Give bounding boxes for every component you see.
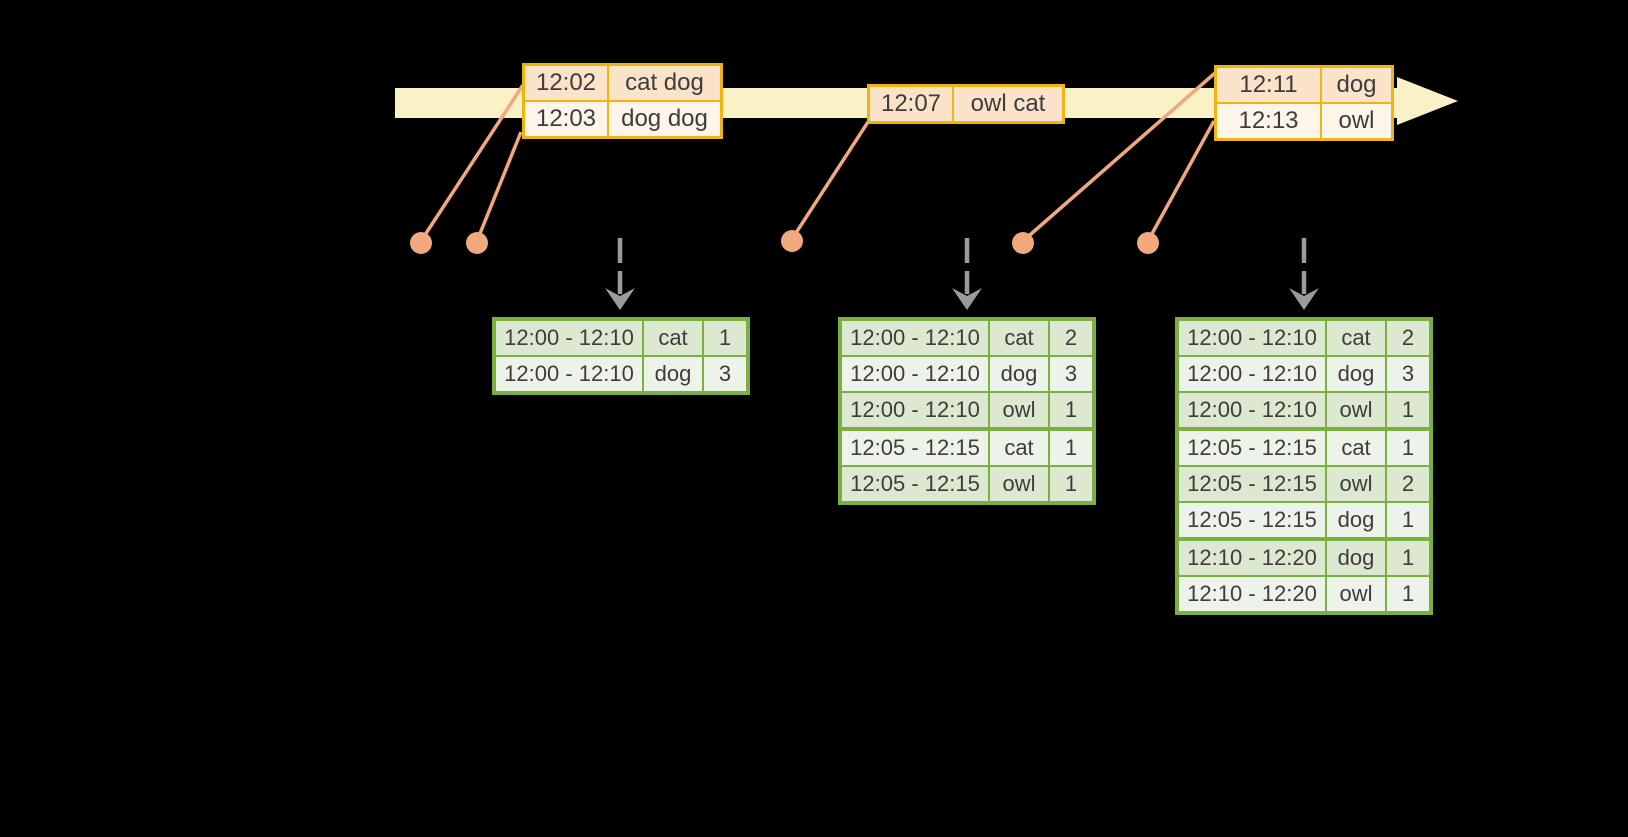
window-cell: 12:05 - 12:15 (850, 471, 980, 496)
connector-line (790, 121, 870, 240)
table-row: 12:00 - 12:10 cat 2 (1179, 321, 1429, 355)
trigger-arrow (1289, 238, 1319, 310)
table-row: 12:05 - 12:15 dog 1 (1179, 501, 1429, 537)
event-words-cell: owl cat (952, 87, 1062, 121)
table-row: 12:05 - 12:15 cat 1 (1179, 427, 1429, 465)
event-words-cell: dog dog (607, 102, 720, 136)
table-row: 12:05 - 12:15 cat 1 (842, 427, 1092, 465)
word-cell: cat (988, 321, 1048, 355)
event-dot (1012, 232, 1034, 254)
window-cell: 12:00 - 12:10 (850, 397, 980, 422)
connector-line (419, 84, 525, 242)
word-cell: dog (988, 357, 1048, 391)
event-dot (781, 230, 803, 252)
result-table-1: 12:00 - 12:10 cat 1 12:00 - 12:10 dog 3 (492, 317, 750, 395)
window-cell: 12:00 - 12:10 (850, 361, 980, 386)
window-cell: 12:00 - 12:10 (1187, 397, 1317, 422)
window-cell: 12:00 - 12:10 (1187, 325, 1317, 350)
table-row: 12:00 - 12:10 cat 1 (496, 321, 746, 355)
event-table-1: 12:02 cat dog 12:03 dog dog (522, 63, 723, 139)
event-words-cell: cat dog (607, 66, 720, 100)
result-table-3: 12:00 - 12:10 cat 2 12:00 - 12:10 dog 3 … (1175, 317, 1433, 615)
arrowhead-icon (1289, 288, 1319, 310)
arrowhead-icon (952, 288, 982, 310)
window-cell: 12:10 - 12:20 (1187, 581, 1317, 606)
connector-line (475, 131, 523, 242)
count-cell: 2 (1385, 321, 1429, 355)
table-row: 12:00 - 12:10 owl 1 (1179, 391, 1429, 427)
count-cell: 1 (1385, 393, 1429, 427)
word-cell: owl (1325, 577, 1385, 611)
window-cell: 12:00 - 12:10 (1187, 361, 1317, 386)
result-table-2: 12:00 - 12:10 cat 2 12:00 - 12:10 dog 3 … (838, 317, 1096, 505)
table-row: 12:00 - 12:10 dog 3 (496, 355, 746, 391)
window-cell: 12:05 - 12:15 (1187, 471, 1317, 496)
window-cell: 12:10 - 12:20 (1187, 545, 1317, 570)
count-cell: 3 (1048, 357, 1092, 391)
table-row: 12:05 - 12:15 owl 1 (842, 465, 1092, 501)
window-cell: 12:05 - 12:15 (850, 435, 980, 460)
window-cell: 12:00 - 12:10 (504, 361, 634, 386)
window-cell: 12:05 - 12:15 (1187, 507, 1317, 532)
word-cell: dog (642, 357, 702, 391)
event-time-cell: 12:13 (1238, 107, 1299, 134)
word-cell: dog (1325, 503, 1385, 537)
table-row: 12:00 - 12:10 cat 2 (842, 321, 1092, 355)
word-cell: cat (1325, 431, 1385, 465)
count-cell: 1 (1385, 503, 1429, 537)
event-words-cell: owl (1320, 104, 1391, 138)
connector-line (1021, 71, 1217, 243)
event-time-cell: 12:03 (535, 105, 597, 132)
event-words-cell: dog (1320, 68, 1391, 102)
word-cell: owl (1325, 467, 1385, 501)
table-row: 12:02 cat dog (525, 66, 720, 100)
event-dot (410, 232, 432, 254)
table-row: 12:11 dog (1217, 68, 1391, 102)
table-row: 12:00 - 12:10 dog 3 (842, 355, 1092, 391)
count-cell: 1 (1385, 577, 1429, 611)
table-row: 12:03 dog dog (525, 100, 720, 136)
table-row: 12:10 - 12:20 owl 1 (1179, 575, 1429, 611)
count-cell: 2 (1048, 321, 1092, 355)
event-table-3: 12:11 dog 12:13 owl (1214, 65, 1394, 141)
count-cell: 3 (702, 357, 746, 391)
window-cell: 12:00 - 12:10 (504, 325, 634, 350)
count-cell: 1 (1048, 393, 1092, 427)
count-cell: 1 (702, 321, 746, 355)
event-dot (466, 232, 488, 254)
count-cell: 2 (1385, 467, 1429, 501)
connector-line (1146, 120, 1216, 242)
word-cell: cat (642, 321, 702, 355)
count-cell: 1 (1048, 467, 1092, 501)
count-cell: 1 (1048, 431, 1092, 465)
window-cell: 12:00 - 12:10 (850, 325, 980, 350)
word-cell: cat (1325, 321, 1385, 355)
count-cell: 1 (1385, 431, 1429, 465)
trigger-arrow (605, 238, 635, 310)
window-cell: 12:05 - 12:15 (1187, 435, 1317, 460)
event-time-cell: 12:11 (1239, 71, 1298, 98)
trigger-arrow (952, 238, 982, 310)
word-cell: owl (988, 467, 1048, 501)
table-row: 12:10 - 12:20 dog 1 (1179, 537, 1429, 575)
arrowhead-icon (605, 288, 635, 310)
word-cell: cat (988, 431, 1048, 465)
table-row: 12:00 - 12:10 owl 1 (842, 391, 1092, 427)
word-cell: owl (988, 393, 1048, 427)
table-row: 12:07 owl cat (870, 87, 1062, 121)
table-row: 12:00 - 12:10 dog 3 (1179, 355, 1429, 391)
event-dot (1137, 232, 1159, 254)
count-cell: 1 (1385, 541, 1429, 575)
table-row: 12:13 owl (1217, 102, 1391, 138)
table-row: 12:05 - 12:15 owl 2 (1179, 465, 1429, 501)
word-cell: owl (1325, 393, 1385, 427)
event-time-cell: 12:02 (535, 69, 597, 96)
count-cell: 3 (1385, 357, 1429, 391)
event-table-2: 12:07 owl cat (867, 84, 1065, 124)
word-cell: dog (1325, 541, 1385, 575)
event-time-cell: 12:07 (880, 90, 942, 117)
word-cell: dog (1325, 357, 1385, 391)
